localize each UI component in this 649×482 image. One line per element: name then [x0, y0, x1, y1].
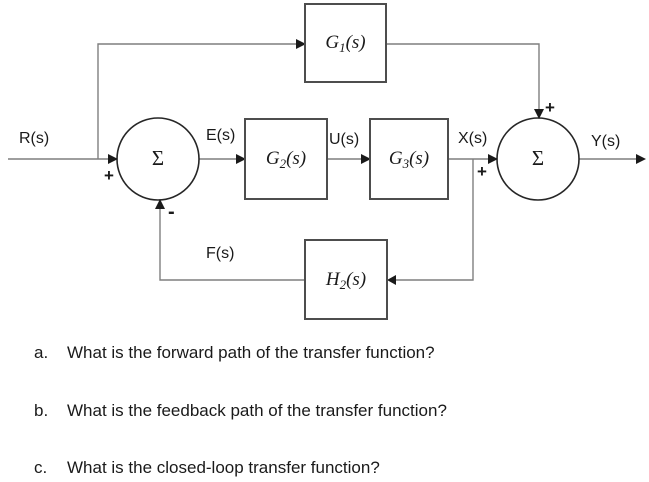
- question-a: a. What is the forward path of the trans…: [34, 343, 435, 363]
- feedback-tap-line: [394, 159, 474, 281]
- block-g3-label: G3(s): [388, 148, 430, 171]
- sum1-plus-sign: +: [104, 166, 114, 185]
- arrowhead-y-output-icon: [636, 154, 646, 164]
- question-a-text: What is the forward path of the transfer…: [67, 343, 435, 362]
- signal-label-y: Y(s): [591, 133, 621, 150]
- sum2-top-plus-sign: +: [545, 98, 555, 117]
- sum1-sigma-symbol: Σ: [151, 146, 165, 170]
- signal-label-x: X(s): [458, 130, 488, 147]
- sum2-sigma-symbol: Σ: [531, 146, 545, 170]
- block-g2-label: G2(s): [265, 148, 307, 171]
- signal-label-r: R(s): [19, 130, 50, 147]
- arrowhead-into-sum2-left-icon: [488, 154, 498, 164]
- h2-output-line: [159, 206, 305, 281]
- question-b: b. What is the feedback path of the tran…: [34, 401, 447, 421]
- question-b-text: What is the feedback path of the transfe…: [67, 401, 447, 420]
- signal-label-e: E(s): [206, 127, 236, 144]
- control-block-diagram: G1(s) G2(s) G3(s) H2(s) Σ Σ R(s) E(s) U(…: [8, 3, 646, 320]
- signal-label-u: U(s): [329, 131, 360, 148]
- block-g1-label: G1(s): [325, 32, 366, 55]
- question-a-label: a.: [34, 343, 49, 362]
- g1-output-line: [386, 43, 540, 112]
- block-g3: G3(s): [369, 118, 449, 200]
- sum1-minus-sign: -: [168, 201, 175, 223]
- question-c: c. What is the closed-loop transfer func…: [34, 458, 380, 478]
- arrowhead-into-sum2-top-icon: [534, 109, 544, 119]
- block-g1: G1(s): [304, 3, 387, 83]
- signal-label-f: F(s): [206, 245, 235, 262]
- feedforward-branch-line: [97, 43, 299, 159]
- block-h2: H2(s): [304, 239, 388, 320]
- arrowhead-into-g3-icon: [361, 154, 371, 164]
- arrowhead-into-sum1-bottom-icon: [155, 199, 165, 209]
- question-c-label: c.: [34, 458, 48, 477]
- block-g2: G2(s): [244, 118, 328, 200]
- question-b-label: b.: [34, 401, 49, 420]
- arrowhead-into-h2-icon: [387, 275, 396, 285]
- arrowhead-into-g1-icon: [296, 39, 306, 49]
- diagram-wires: [8, 39, 646, 285]
- block-h2-label: H2(s): [325, 268, 367, 292]
- arrowhead-into-sum1-icon: [108, 154, 118, 164]
- sum2-left-plus-sign: +: [477, 162, 487, 181]
- question-c-text: What is the closed-loop transfer functio…: [67, 458, 380, 477]
- arrowhead-into-g2-icon: [236, 154, 246, 164]
